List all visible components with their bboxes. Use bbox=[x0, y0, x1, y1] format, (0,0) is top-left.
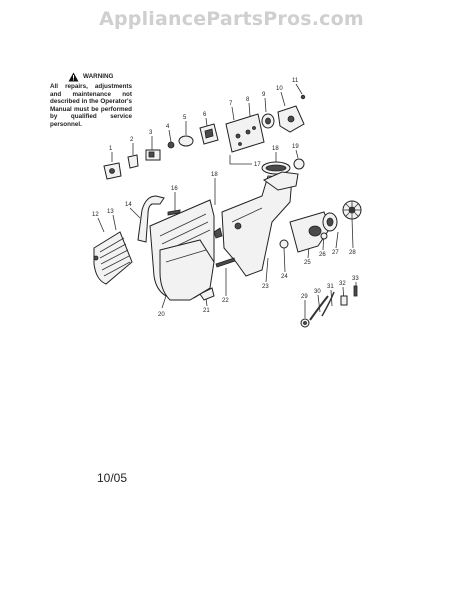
callout-26: 26 bbox=[319, 252, 326, 258]
callout-33: 33 bbox=[352, 276, 359, 282]
callout-23: 23 bbox=[262, 284, 269, 290]
callout-labels: 1 2 3 4 5 6 7 8 9 10 11 12 13 14 16 17 1… bbox=[92, 78, 359, 318]
part-cover-plate bbox=[225, 113, 265, 153]
part-bracket bbox=[199, 123, 219, 145]
warning-box: WARNING All repairs, adjustments and mai… bbox=[50, 72, 132, 129]
part-outlet-cover bbox=[159, 239, 215, 301]
callout-28: 28 bbox=[349, 250, 356, 256]
callout-11: 11 bbox=[292, 78, 299, 84]
watermark: AppliancePartsPros.com bbox=[99, 8, 364, 30]
part-pin bbox=[215, 257, 236, 268]
callout-24: 24 bbox=[281, 274, 288, 280]
part-impeller bbox=[342, 200, 362, 220]
part-screw-small bbox=[300, 94, 306, 100]
warning-header: WARNING bbox=[50, 72, 132, 82]
part-plug bbox=[279, 239, 289, 249]
callout-20: 20 bbox=[158, 312, 165, 318]
callout-7: 7 bbox=[229, 101, 233, 107]
part-grommet bbox=[293, 158, 305, 170]
callout-9: 9 bbox=[262, 92, 266, 98]
part-knob bbox=[178, 135, 194, 147]
callout-2: 2 bbox=[130, 137, 134, 143]
callout-21: 21 bbox=[203, 308, 210, 314]
callout-27: 27 bbox=[332, 250, 339, 256]
part-clip bbox=[127, 154, 139, 169]
part-fan-housing bbox=[289, 211, 331, 253]
callout-18b: 18 bbox=[272, 146, 279, 152]
part-fuel-line bbox=[309, 291, 335, 321]
callout-12: 12 bbox=[92, 212, 99, 218]
part-nut-hub bbox=[320, 232, 328, 240]
part-switch bbox=[145, 149, 161, 161]
callout-31: 31 bbox=[327, 284, 334, 290]
callout-29: 29 bbox=[301, 294, 308, 300]
callout-13: 13 bbox=[107, 209, 114, 215]
callout-6: 6 bbox=[203, 112, 207, 118]
part-bolt bbox=[353, 285, 358, 297]
date-code: 10/05 bbox=[97, 471, 128, 485]
callout-32: 32 bbox=[339, 281, 346, 287]
part-washer bbox=[261, 113, 275, 129]
callout-8: 8 bbox=[246, 97, 250, 103]
callout-10: 10 bbox=[276, 86, 283, 92]
callout-17: 17 bbox=[254, 162, 261, 168]
part-blower-tube-top bbox=[262, 171, 299, 191]
callout-25: 25 bbox=[304, 260, 311, 266]
warning-text: All repairs, adjustments and maintenance… bbox=[50, 83, 132, 128]
callout-16: 16 bbox=[171, 186, 178, 192]
warning-title: WARNING bbox=[83, 73, 114, 81]
part-nut bbox=[167, 141, 175, 149]
part-cap bbox=[103, 162, 122, 180]
callout-19: 19 bbox=[292, 144, 299, 150]
part-handle bbox=[137, 195, 165, 243]
callout-5: 5 bbox=[183, 115, 187, 121]
callout-4: 4 bbox=[166, 124, 170, 130]
part-fan-ring bbox=[322, 212, 338, 232]
callout-3: 3 bbox=[149, 130, 153, 136]
callout-18a: 18 bbox=[211, 172, 218, 178]
callout-30: 30 bbox=[314, 289, 321, 295]
part-latch bbox=[199, 287, 215, 301]
callout-14: 14 bbox=[125, 202, 132, 208]
part-fuel-filter bbox=[340, 295, 348, 306]
part-housing-half bbox=[213, 175, 293, 277]
part-ring-clamp bbox=[261, 161, 291, 175]
part-housing-cap bbox=[277, 105, 305, 133]
leader-lines bbox=[97, 83, 357, 318]
callout-1: 1 bbox=[109, 146, 113, 152]
warning-triangle-icon bbox=[68, 72, 79, 82]
part-intake-guard bbox=[93, 231, 133, 285]
part-primer bbox=[300, 318, 310, 328]
callout-22: 22 bbox=[222, 298, 229, 304]
